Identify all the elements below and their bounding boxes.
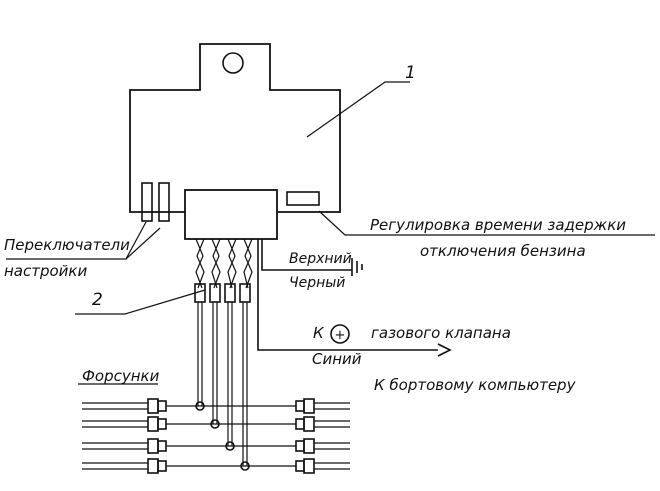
plus-sign: + (335, 328, 346, 343)
delay-label-1: Регулировка времени задержки (370, 216, 626, 234)
blue-wire (257, 239, 438, 351)
blue-wire-label: Синий (312, 350, 362, 368)
black-wire-label: Черный (289, 275, 345, 291)
injector-rail-1 (82, 398, 350, 414)
gas-valve-label: газового клапана (371, 324, 511, 342)
wire-sleeve-3 (224, 283, 236, 303)
injectors-label: Форсунки (82, 367, 160, 385)
delay-leader (318, 210, 655, 236)
controller-housing (129, 43, 341, 213)
delay-trimmer (286, 191, 320, 206)
tuning-switch-left (141, 182, 153, 222)
switches-leader-2 (125, 221, 147, 260)
injector-wires (197, 302, 248, 466)
twisted-wires (195, 238, 253, 289)
top-wire-label: Верхний (289, 251, 352, 267)
ground-icon (351, 258, 363, 276)
wire-sleeve-2 (209, 283, 221, 303)
callout-2-label: 2 (92, 290, 103, 310)
callout-1-leader (306, 81, 410, 138)
switches-label-1: Переключатели (4, 236, 130, 254)
delay-label-2: отключения бензина (420, 242, 586, 260)
wire-sleeve-4 (239, 283, 251, 303)
arrow-icon (437, 343, 452, 357)
plus-terminal-icon (330, 324, 350, 344)
switches-label-2: настройки (4, 262, 87, 280)
injector-rail-3 (82, 438, 350, 454)
callout-2-leader (75, 289, 206, 315)
tuning-switch-right (158, 182, 170, 222)
callout-1-label: 1 (405, 63, 416, 83)
connector-block (184, 189, 278, 240)
valve-prefix-label: К (313, 324, 325, 342)
injector-rail-4 (82, 458, 350, 474)
black-wire (261, 239, 352, 271)
mounting-hole (222, 52, 244, 74)
computer-label: К бортовому компьютеру (374, 376, 577, 394)
injector-rail-2 (82, 416, 350, 432)
